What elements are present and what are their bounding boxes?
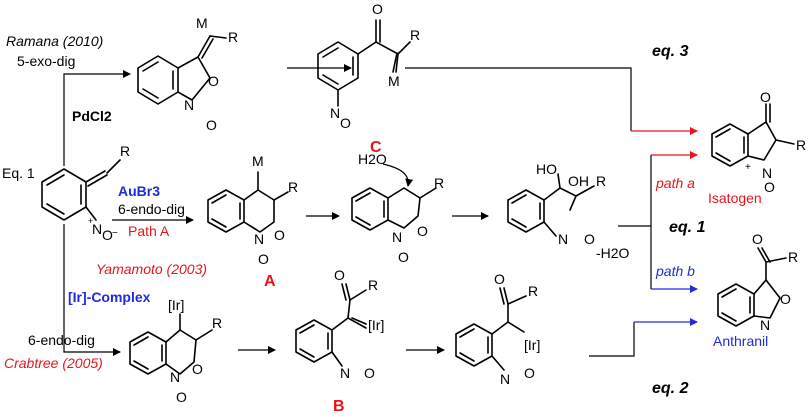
atom-o: O	[334, 267, 345, 283]
atom-o: O	[760, 89, 771, 105]
product-isatogen: Isatogen	[708, 190, 762, 206]
eq2-label: eq. 2	[652, 380, 689, 397]
atom-o: O	[192, 361, 203, 377]
atom-o: O	[752, 231, 763, 247]
atom-n: N	[254, 231, 264, 247]
starting-material	[41, 159, 121, 221]
ir-intermediate-1	[129, 313, 213, 375]
isatogen-structure	[711, 103, 795, 167]
catalyst-ir: [Ir]-Complex	[68, 289, 151, 305]
atom-o: O	[364, 365, 375, 381]
eq-start-label: Eq. 1	[2, 165, 35, 181]
catalyst-aubr3: AuBr3	[118, 183, 160, 199]
atom-o: O	[417, 223, 428, 239]
catalyst-pdcl2: PdCl2	[72, 108, 112, 124]
atom-ir: [Ir]	[168, 297, 184, 313]
citation-yamamoto: Yamamoto (2003)	[96, 261, 207, 277]
charge-plus: +	[745, 162, 751, 173]
atom-ir: [Ir]	[368, 317, 384, 333]
atom-o: O	[102, 227, 113, 243]
label-b: B	[333, 398, 345, 415]
intermediate-c	[317, 19, 411, 107]
anthranil-structure	[717, 247, 787, 327]
atom-r: R	[796, 137, 806, 153]
arrow-to-anthranil	[589, 322, 635, 357]
diol-intermediate	[507, 173, 595, 237]
label-c: C	[370, 139, 382, 156]
atom-r: R	[228, 29, 238, 45]
label-a: A	[264, 273, 276, 290]
atom-n: N	[170, 369, 180, 385]
atom-n: N	[92, 221, 102, 237]
eq3-label: eq. 3	[652, 43, 689, 60]
condition-yamamoto: 6-endo-dig	[118, 201, 185, 217]
intermediate-a	[207, 171, 289, 233]
water-label: H2O	[358, 151, 387, 167]
atom-o: O	[258, 251, 269, 267]
atom-r: R	[788, 249, 798, 265]
atom-r: R	[434, 175, 444, 191]
atom-o: O	[584, 231, 595, 247]
atom-r: R	[212, 315, 222, 331]
atom-r: R	[368, 277, 378, 293]
path-b-tag: path b	[655, 263, 695, 279]
intermediate-b	[295, 283, 367, 367]
citation-crabtree: Crabtree (2005)	[4, 355, 103, 371]
charge-minus: −	[112, 228, 118, 239]
atom-r: R	[120, 143, 130, 159]
atom-m: M	[388, 73, 400, 89]
atom-r: R	[410, 27, 420, 43]
atom-m: M	[252, 153, 264, 169]
eq1-label: eq. 1	[669, 219, 706, 236]
atom-n: N	[330, 105, 340, 121]
hydration-intermediate	[351, 163, 437, 231]
atom-n: N	[558, 231, 568, 247]
atom-o: O	[206, 117, 217, 133]
path-a-tag: path a	[655, 175, 695, 191]
atom-o: O	[780, 291, 791, 307]
atom-r: R	[528, 283, 538, 299]
atom-o: O	[274, 227, 285, 243]
ramana-product	[137, 35, 227, 105]
atom-ir: [Ir]	[524, 337, 540, 353]
charge-plus: +	[88, 216, 93, 226]
citation-ramana: Ramana (2010)	[6, 33, 103, 49]
condition-crabtree: 6-endo-dig	[28, 332, 95, 348]
atom-o: O	[372, 1, 383, 17]
atom-o: O	[176, 389, 187, 405]
atom-o: O	[398, 249, 409, 265]
atom-o: O	[340, 115, 351, 131]
arrow-ramana	[63, 70, 131, 166]
atom-o: O	[524, 365, 535, 381]
product-anthranil: Anthranil	[713, 333, 768, 349]
ir-intermediate-2	[455, 287, 527, 371]
atom-n: N	[762, 165, 772, 181]
atom-n: N	[392, 229, 402, 245]
atom-n: N	[184, 97, 194, 113]
atom-o: O	[764, 179, 775, 195]
atom-ho: HO	[536, 161, 557, 177]
atom-oh: OH	[568, 173, 589, 189]
path-a-label: Path A	[128, 223, 170, 239]
atom-r: R	[288, 179, 298, 195]
atom-o: O	[208, 73, 219, 89]
minus-h2o: -H2O	[596, 245, 630, 261]
condition-ramana: 5-exo-dig	[17, 53, 75, 69]
atom-r: R	[596, 173, 606, 189]
atom-o: O	[494, 271, 505, 287]
atom-m: M	[196, 15, 208, 31]
arrow-crabtree	[63, 224, 121, 356]
atom-n: N	[760, 317, 770, 333]
arrow-c-path	[405, 67, 632, 131]
atom-n: N	[340, 365, 350, 381]
atom-n: N	[500, 371, 510, 387]
